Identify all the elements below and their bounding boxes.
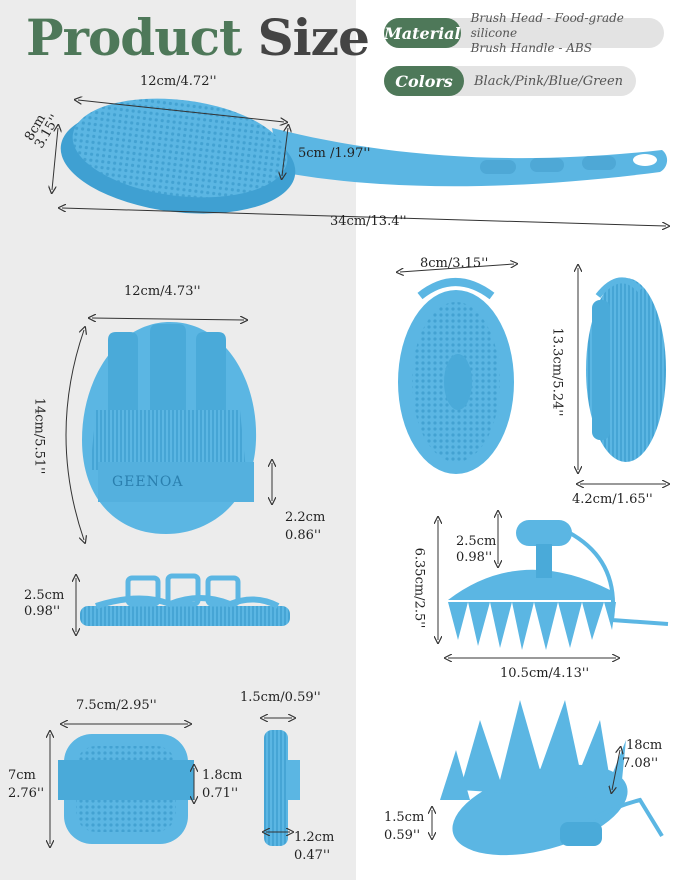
title-word-product: Product [26, 8, 242, 67]
egg-pad-thickness-in: 0.98'' [24, 604, 61, 619]
egg-pad-height: 14cm/5.51'' [31, 397, 47, 475]
round-brush-base-cm: 1.5cm [384, 810, 425, 825]
shampoo-brush-height-in: 0.98'' [456, 550, 493, 565]
long-brush-handle-width: 5cm /1.97'' [298, 146, 371, 161]
egg-pad-thickness-cm: 2.5cm [24, 588, 65, 603]
colors-pill: Colors Black/Pink/Blue/Green [384, 66, 636, 96]
round-brush-strap-cm: 18cm [626, 738, 663, 753]
material-line-2: Brush Handle - ABS [470, 40, 592, 55]
round-shampoo-brush [440, 700, 664, 856]
small-pad-height-in: 2.76'' [8, 786, 45, 801]
small-pad-side-base-in: 0.47'' [294, 848, 331, 863]
egg-pad-side-view [80, 573, 290, 626]
egg-pad-strap-cm: 2.2cm [285, 510, 326, 525]
small-pad-strap-cm: 1.8cm [202, 768, 243, 783]
small-pad-side-width: 1.5cm/0.59'' [240, 690, 321, 705]
shampoo-brush-side-height: 6.35cm/2.5'' [411, 547, 427, 629]
colors-label: Colors [384, 66, 464, 96]
shampoo-brush-width: 10.5cm/4.13'' [500, 666, 590, 681]
small-pad-side [264, 730, 300, 846]
shampoo-brush-height-cm: 2.5cm [456, 534, 497, 549]
small-pad-height-cm: 7cm [8, 768, 36, 783]
long-brush-head-width: 12cm/4.72'' [140, 74, 217, 89]
round-brush-strap-in: 7.08'' [622, 756, 659, 771]
round-brush-base-in: 0.59'' [384, 828, 421, 843]
small-pad-front [58, 734, 194, 844]
small-pad-strap-in: 0.71'' [202, 786, 239, 801]
title-word-size: Size [257, 8, 370, 67]
oval-scrubber-height: 13.3cm/5.24'' [549, 327, 565, 417]
long-brush-total-length: 34cm/13.4'' [330, 214, 407, 229]
oval-scrubber-depth: 4.2cm/1.65'' [572, 492, 653, 507]
small-pad-side-base-cm: 1.2cm [294, 830, 335, 845]
page-title: Product Size [26, 8, 370, 67]
colors-value: Black/Pink/Blue/Green [474, 73, 624, 89]
oval-scrubber-width: 8cm/3.15'' [420, 256, 489, 271]
egg-pad-strap-in: 0.86'' [285, 528, 322, 543]
brand-logo-text: GEENOA [112, 474, 184, 490]
shampoo-brush-side [448, 520, 669, 650]
small-pad-width: 7.5cm/2.95'' [76, 698, 157, 713]
egg-pad-width: 12cm/4.73'' [124, 284, 201, 299]
egg-pad [82, 322, 257, 534]
material-values: Brush Head - Food-grade silicone Brush H… [461, 11, 664, 56]
material-pill: Material Brush Head - Food-grade silicon… [384, 11, 664, 55]
oval-scrubber-side [586, 277, 666, 462]
oval-scrubber-front [398, 278, 514, 474]
material-line-1: Brush Head - Food-grade silicone [470, 10, 624, 40]
material-label: Material [384, 18, 461, 48]
